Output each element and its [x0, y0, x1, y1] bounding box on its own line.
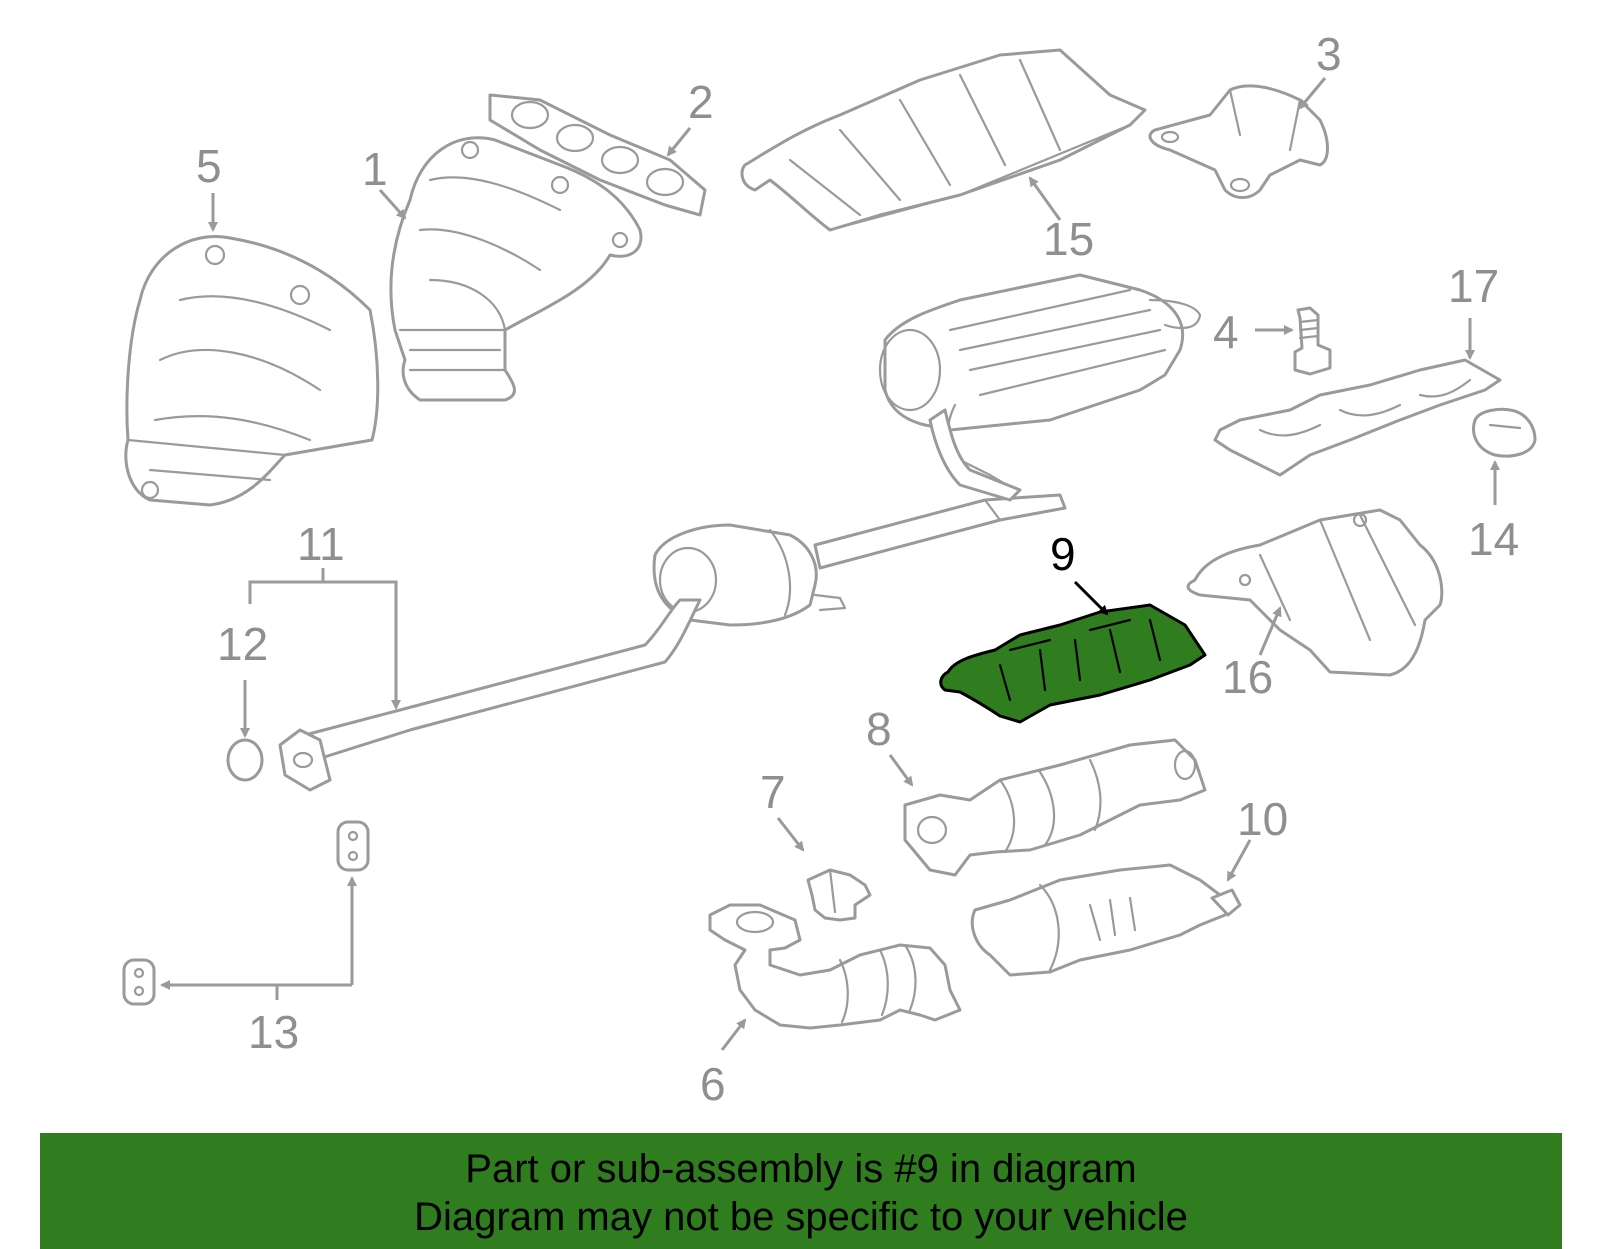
part-7-bracket	[806, 868, 872, 922]
leader-lines	[160, 77, 1500, 1051]
callout-13: 13	[248, 1006, 299, 1058]
part-1-exhaust-manifold	[389, 136, 643, 402]
callout-15: 15	[1043, 213, 1094, 265]
part-2-manifold-gasket	[488, 93, 707, 217]
callout-12: 12	[217, 618, 268, 670]
callout-6: 6	[700, 1058, 726, 1110]
callout-17: 17	[1448, 260, 1499, 312]
callout-9: 9	[1050, 528, 1076, 580]
callout-1: 1	[362, 143, 388, 195]
muffler-assembly	[878, 273, 1202, 492]
banner-line-1: Part or sub-assembly is #9 in diagram	[465, 1147, 1137, 1191]
callout-16: 16	[1222, 651, 1273, 703]
part-11-front-pipe	[278, 598, 702, 792]
callout-11: 11	[297, 518, 345, 570]
center-pipe	[813, 408, 1067, 570]
callout-10: 10	[1237, 793, 1288, 845]
part-13-rubber-hangers	[122, 820, 370, 1006]
callout-14: 14	[1468, 513, 1519, 565]
banner-line-2: Diagram may not be specific to your vehi…	[414, 1195, 1188, 1239]
part-5-manifold-heat-shield	[124, 235, 380, 507]
part-10-converter-with-shield	[970, 863, 1242, 977]
callout-4: 4	[1213, 306, 1239, 358]
part-3-hanger-bracket	[1148, 84, 1329, 199]
part-14-mount-rubber	[1472, 407, 1537, 458]
callout-3: 3	[1316, 28, 1342, 80]
callout-labels: 5 1 2 3 15 4 17 14 16 9 8 7 10 6 11 12 1…	[196, 28, 1519, 1110]
part-6-flex-pipe	[708, 903, 962, 1030]
callout-8: 8	[866, 703, 892, 755]
part-15-upper-heat-shield	[740, 48, 1147, 232]
part-8-catalytic-converter	[903, 738, 1207, 877]
callout-7: 7	[760, 766, 786, 818]
part-4-bolt	[1293, 306, 1332, 376]
part-17-heat-shield	[1213, 358, 1502, 477]
part-16-lower-heat-shield	[1186, 508, 1444, 677]
part-9-heat-shield-highlighted	[939, 603, 1207, 724]
part-12-gasket-ring	[226, 738, 264, 782]
info-banner: Part or sub-assembly is #9 in diagram Di…	[40, 1133, 1562, 1249]
callout-2: 2	[688, 76, 714, 128]
callout-5: 5	[196, 140, 222, 192]
